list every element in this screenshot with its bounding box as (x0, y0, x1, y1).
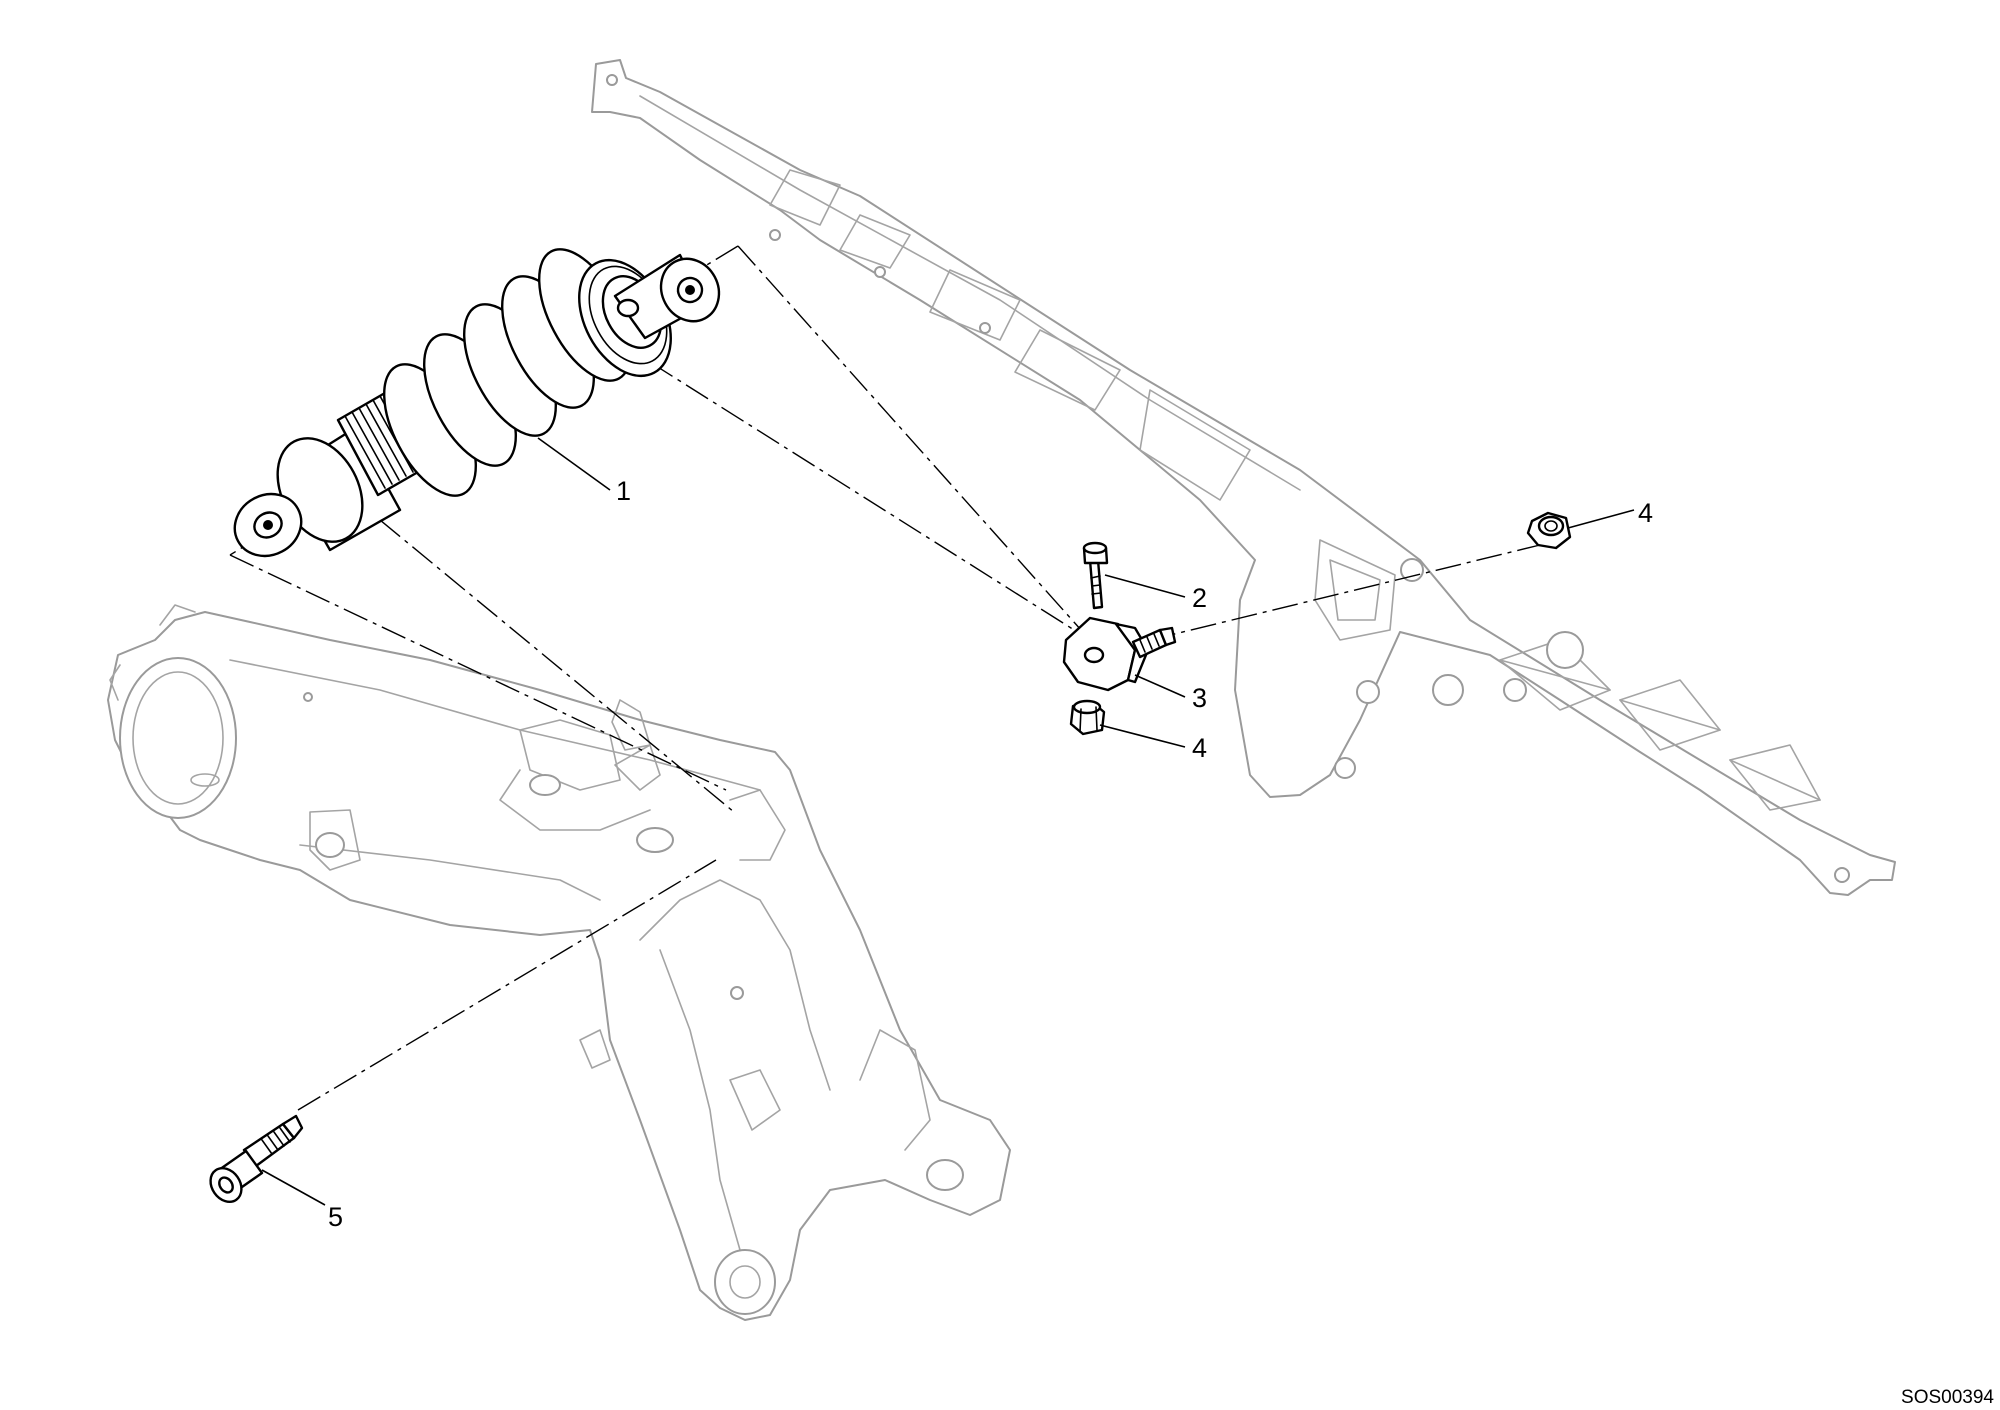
screw[interactable] (1082, 541, 1109, 610)
callout-2: 2 (1192, 583, 1207, 613)
callout-1: 1 (616, 476, 631, 506)
rear-subframe (591, 59, 1896, 896)
callouts: 1 2 3 4 4 5 (261, 437, 1653, 1232)
shock-absorber[interactable] (224, 235, 730, 567)
bracket[interactable] (1062, 616, 1177, 692)
nut-frame[interactable] (1526, 511, 1572, 550)
callout-4-frame: 4 (1638, 498, 1653, 528)
swingarm (107, 604, 1011, 1321)
callout-5: 5 (328, 1202, 343, 1232)
callout-4-lower: 4 (1192, 733, 1207, 763)
nut-lower[interactable] (1069, 699, 1106, 736)
callout-3: 3 (1192, 683, 1207, 713)
bolt[interactable] (204, 1114, 304, 1208)
drawing-code: SOS00394 (1901, 1387, 1994, 1408)
